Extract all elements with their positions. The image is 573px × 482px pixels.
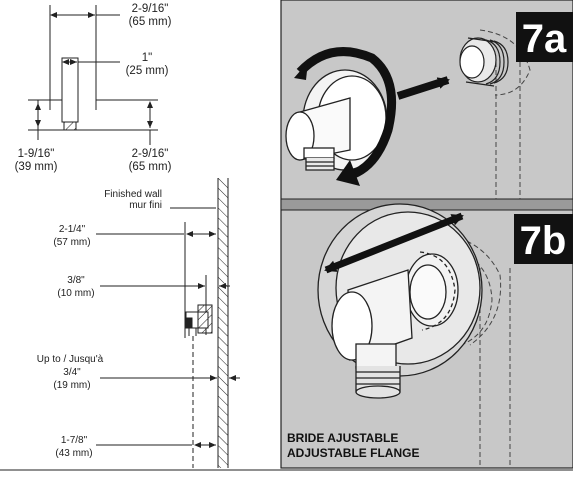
right-height-mm-label: (65 mm) — [129, 161, 172, 173]
upto-label: Up to / Jusqu'à — [37, 354, 104, 365]
pipe-mm-label: (25 mm) — [126, 65, 169, 77]
top-dimension-view — [28, 5, 158, 145]
step-panels: 7a — [280, 0, 573, 469]
step-7a-label: 7a — [522, 17, 567, 61]
elbow-fixture-7b — [331, 269, 413, 399]
depth-label: 2-1/4" — [59, 224, 86, 235]
threaded-nipple — [459, 37, 509, 87]
bottom-dim-mm-label: (43 mm) — [55, 448, 92, 459]
pipe-label: 1" — [142, 52, 152, 64]
panel-7a: 7a — [285, 12, 573, 199]
width-a-mm-label: (65 mm) — [129, 16, 172, 28]
depth-mm-label: (57 mm) — [53, 237, 90, 248]
finished-wall-label: Finished wall — [104, 189, 162, 200]
gap-label: 3/8" — [67, 275, 85, 286]
gap-mm-label: (10 mm) — [57, 288, 94, 299]
elbow-fixture-7a — [285, 69, 388, 171]
width-a-label: 2-9/16" — [132, 3, 169, 15]
caption-fr: BRIDE AJUSTABLE — [287, 431, 398, 445]
panel-7b: 7b BRIDE AJUSTABLE ADJUSTABLE FLANGE — [287, 203, 573, 465]
upto-value-label: 3/4" — [63, 367, 81, 378]
step-7a-badge — [516, 12, 573, 62]
rotate-arrow — [296, 47, 397, 181]
side-section-view — [96, 178, 240, 468]
right-height-label: 2-9/16" — [132, 148, 169, 160]
mur-fini-label: mur fini — [129, 200, 162, 211]
rotate-arrow-tail — [294, 62, 308, 80]
step-7b-badge — [514, 214, 573, 264]
wall-pipe-dashed — [479, 29, 531, 199]
step-7b-label: 7b — [520, 219, 567, 263]
rotate-arrow-head — [336, 160, 360, 186]
caption-en: ADJUSTABLE FLANGE — [287, 446, 419, 460]
upto-mm-label: (19 mm) — [53, 380, 90, 391]
push-arrow — [396, 76, 450, 100]
left-height-label: 1-9/16" — [18, 148, 55, 160]
bottom-dim-label: 1-7/8" — [61, 435, 88, 446]
left-height-mm-label: (39 mm) — [15, 161, 58, 173]
adjust-double-arrow — [324, 212, 464, 274]
